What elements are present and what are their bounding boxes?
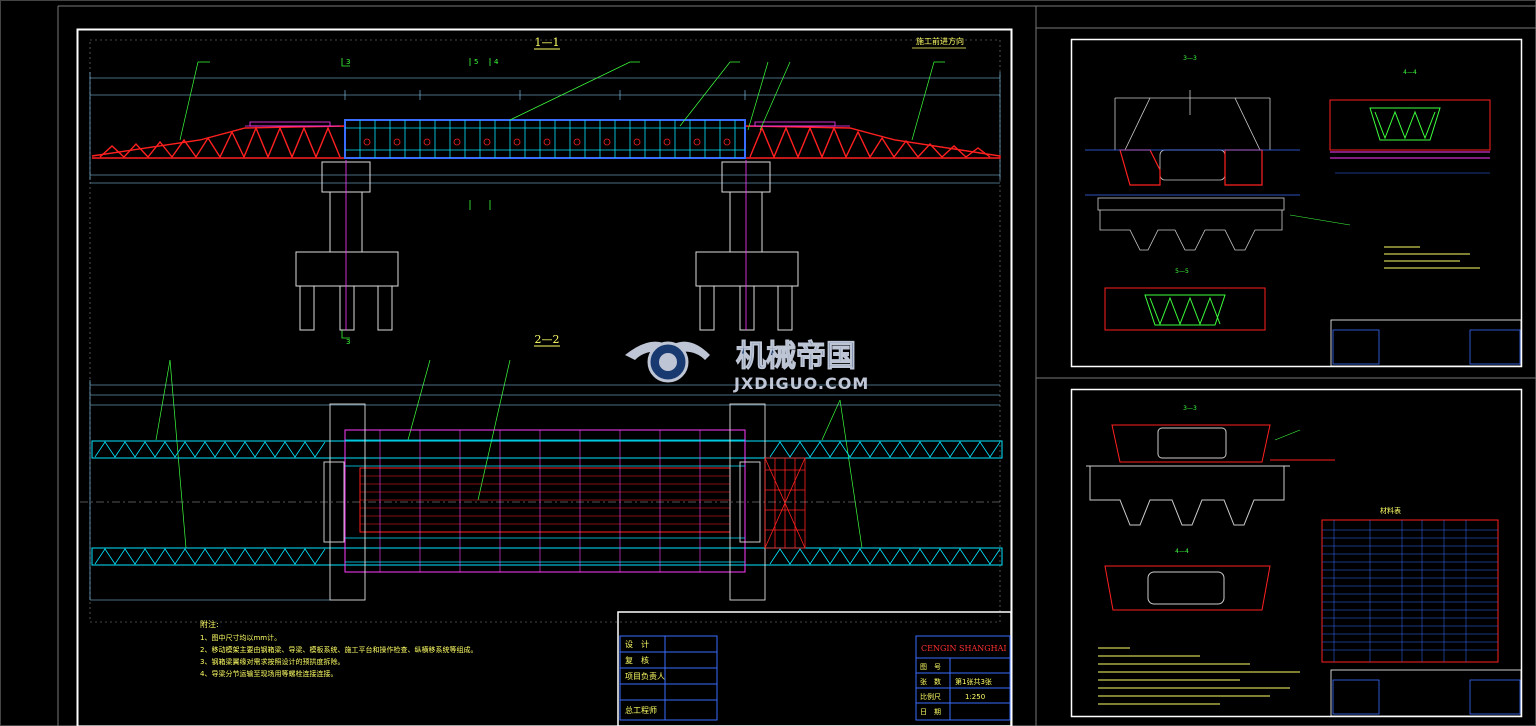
view-4-4: 4—4 xyxy=(1403,69,1417,76)
left-guide-truss xyxy=(91,125,346,159)
title-row-chief-engineer: 总工程师 xyxy=(625,705,657,715)
leader-lines xyxy=(155,61,945,549)
dimension-lines xyxy=(89,72,1001,184)
notes-title: 附注: xyxy=(200,619,219,629)
sheet-3-title-block xyxy=(1330,669,1522,717)
sheet-3-cross-sections: 3—3 4—4 材料表 xyxy=(1070,388,1523,718)
title-row-checker: 复 核 xyxy=(625,655,649,665)
sheet-3-notes xyxy=(1098,647,1300,705)
cut-label-3-bottom: 3 xyxy=(346,338,350,346)
view-4-4-lower: 4—4 xyxy=(1175,548,1189,555)
title-block: 设 计 复 核 项目负责人 总工程师 CENGIN SHANGHAI 图 号 张… xyxy=(617,611,1012,726)
bridge-pier-right xyxy=(695,161,799,331)
field-scale-value: 1:250 xyxy=(965,693,985,701)
watermark-logo: 机械帝国 JXDIGUO.COM xyxy=(625,339,869,393)
bridge-pier-left xyxy=(295,161,399,331)
field-sheets-value: 第1张共3张 xyxy=(955,677,992,686)
sheet-1-main-elevation: 1—1 施工前进方向 3 5 4 3 xyxy=(76,28,1013,726)
note-item: 4、导梁分节运输至现场用等螺栓连接连接。 xyxy=(200,669,337,678)
note-item: 2、移动模架主要由钢箱梁、导梁、模板系统、施工平台和操作检查、纵横移系统等组成。 xyxy=(200,645,477,654)
cut-markers xyxy=(341,58,491,339)
field-date-label: 日 期 xyxy=(920,708,941,716)
view-3-3: 3—3 xyxy=(1183,55,1197,62)
watermark-cn: 机械帝国 xyxy=(736,339,856,374)
title-row-project-lead: 项目负责人 xyxy=(625,671,665,681)
field-scale-label: 比例尺 xyxy=(920,692,941,701)
direction-label: 施工前进方向 xyxy=(916,36,964,46)
section-title-1-1: 1—1 xyxy=(535,36,560,49)
main-steel-box-girder xyxy=(344,119,746,159)
material-table-title: 材料表 xyxy=(1380,506,1401,515)
note-item: 1、图中尺寸均以mm计。 xyxy=(200,633,281,642)
watermark-en: JXDIGUO.COM xyxy=(733,374,869,393)
view-5-5: 5—5 xyxy=(1175,268,1189,275)
cut-label-4: 4 xyxy=(494,58,499,66)
field-drawing-no-label: 图 号 xyxy=(920,663,941,671)
sheet-2-cross-sections: 3—3 4—4 5—5 xyxy=(1070,38,1523,368)
company-name: CENGIN SHANGHAI xyxy=(921,644,1007,653)
material-table: 材料表 xyxy=(1321,506,1499,663)
field-sheets-label: 张 数 xyxy=(920,677,941,686)
right-guide-truss xyxy=(744,125,1001,159)
sheet-2-title-block xyxy=(1330,319,1522,367)
section-title-2-2: 2—2 xyxy=(535,333,560,346)
title-row-designer: 设 计 xyxy=(625,639,649,649)
note-item: 3、钢箱梁翼缘对需求按照设计的预拱度拆除。 xyxy=(200,657,344,666)
plan-view-2-2 xyxy=(80,380,1003,601)
sheet-2-notes xyxy=(1384,246,1480,269)
notes-block: 附注: 1、图中尺寸均以mm计。 2、移动模架主要由钢箱梁、导梁、模板系统、施工… xyxy=(200,619,477,678)
view-3-3-lower: 3—3 xyxy=(1183,405,1197,412)
cut-label-3-top: 3 xyxy=(346,58,350,66)
cut-label-5: 5 xyxy=(474,58,478,66)
